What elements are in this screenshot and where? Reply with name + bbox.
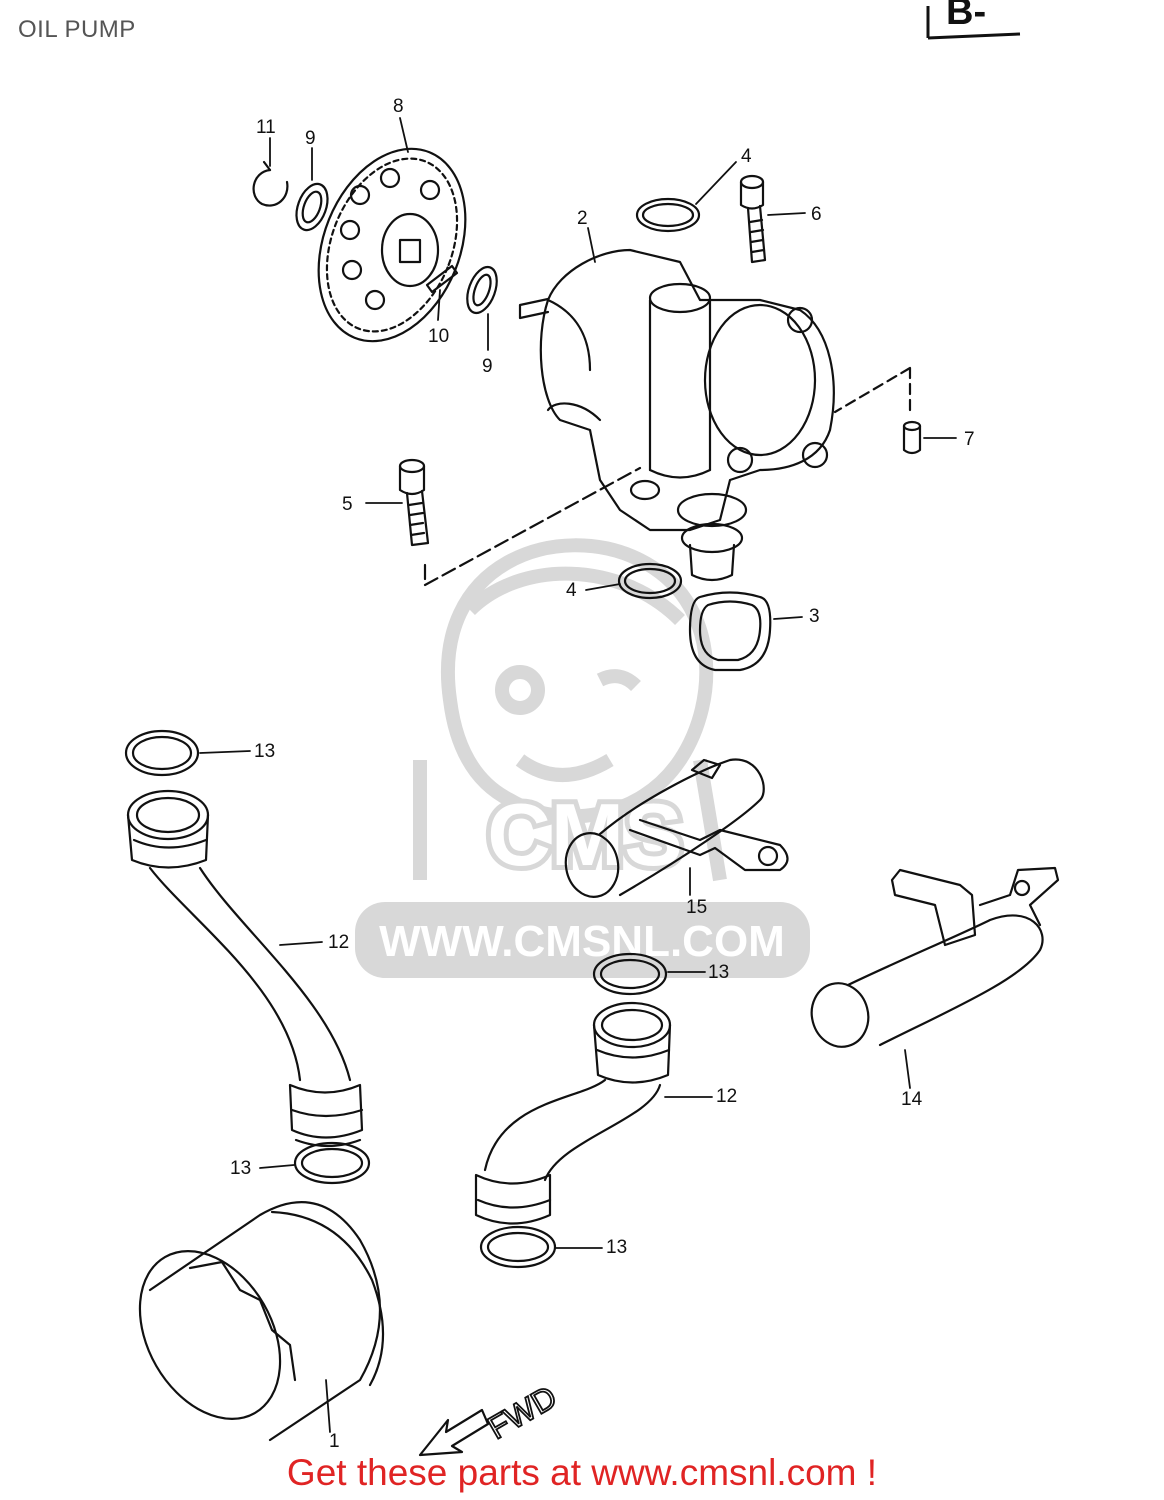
label-pump-body: 2 [577, 208, 588, 229]
label-o-ring-1: 13 [254, 741, 275, 762]
part-pipe-left-icon [126, 789, 364, 1148]
watermark-url-box [355, 902, 810, 978]
label-pin: 10 [428, 326, 449, 347]
fwd-arrow-icon [418, 1408, 490, 1457]
corner-tag: B- [926, 0, 1021, 40]
promo-link[interactable]: Get these parts at www.cmsnl.com ! [286, 1452, 878, 1493]
part-o-ring-1-icon [124, 729, 200, 777]
part-o-ring-lower-icon [617, 562, 683, 600]
corner-tag-text: B- [946, 0, 986, 33]
label-gasket: 3 [809, 606, 820, 627]
part-gasket-icon [688, 591, 772, 672]
label-circlip: 11 [256, 117, 276, 138]
part-bolt-lower-icon [398, 458, 430, 547]
watermark-url: WWW.CMSNL.COM [379, 917, 785, 966]
label-o-ring-4: 13 [606, 1237, 627, 1258]
part-circlip-icon [252, 160, 289, 207]
part-pipe-center-icon [474, 1001, 672, 1225]
part-gear-icon [317, 147, 467, 343]
part-o-ring-upper-icon [635, 197, 701, 233]
label-gear: 8 [393, 96, 404, 117]
label-pipe-left: 12 [328, 932, 349, 953]
part-oil-filter-icon [138, 1201, 385, 1442]
leader-dashed-5 [423, 466, 642, 587]
page-title: OIL PUMP [18, 16, 136, 43]
part-o-ring-4-icon [479, 1225, 557, 1269]
watermark [355, 538, 810, 978]
part-hose-bracket-icon [564, 758, 789, 898]
leader-dashed-7 [833, 366, 912, 414]
part-o-ring-3-icon [592, 952, 668, 996]
label-washer-upper: 9 [305, 128, 316, 149]
part-dowel-icon [902, 420, 922, 455]
label-o-ring-upper: 4 [741, 146, 752, 167]
label-pipe-center: 12 [716, 1086, 737, 1107]
part-washer-lower-icon [466, 265, 498, 315]
label-hose-right: 14 [901, 1089, 923, 1110]
part-hose-right-icon [810, 866, 1060, 1048]
label-bolt-lower: 5 [342, 494, 353, 515]
fwd-label: FWD [482, 1378, 563, 1446]
part-bolt-upper-icon [739, 174, 767, 264]
label-o-ring-2: 13 [708, 962, 729, 983]
label-oil-filter: 1 [329, 1431, 340, 1452]
label-washer-lower: 9 [482, 356, 493, 377]
watermark-mascot-icon [413, 538, 727, 882]
label-dowel: 7 [964, 429, 975, 450]
part-o-ring-2-icon [293, 1141, 371, 1185]
label-hose-bracket: 15 [686, 897, 707, 918]
label-o-ring-lower: 4 [566, 580, 577, 601]
part-washer-upper-icon [295, 182, 329, 232]
leader-lines [199, 117, 957, 1433]
part-pump-body-icon [518, 248, 835, 582]
label-o-ring-3: 13 [230, 1158, 251, 1179]
part-pin-icon [425, 264, 459, 294]
part-labels: 11 9 8 10 9 2 4 6 7 5 4 3 13 12 15 13 14… [230, 96, 975, 1452]
label-bolt-upper: 6 [811, 204, 822, 225]
